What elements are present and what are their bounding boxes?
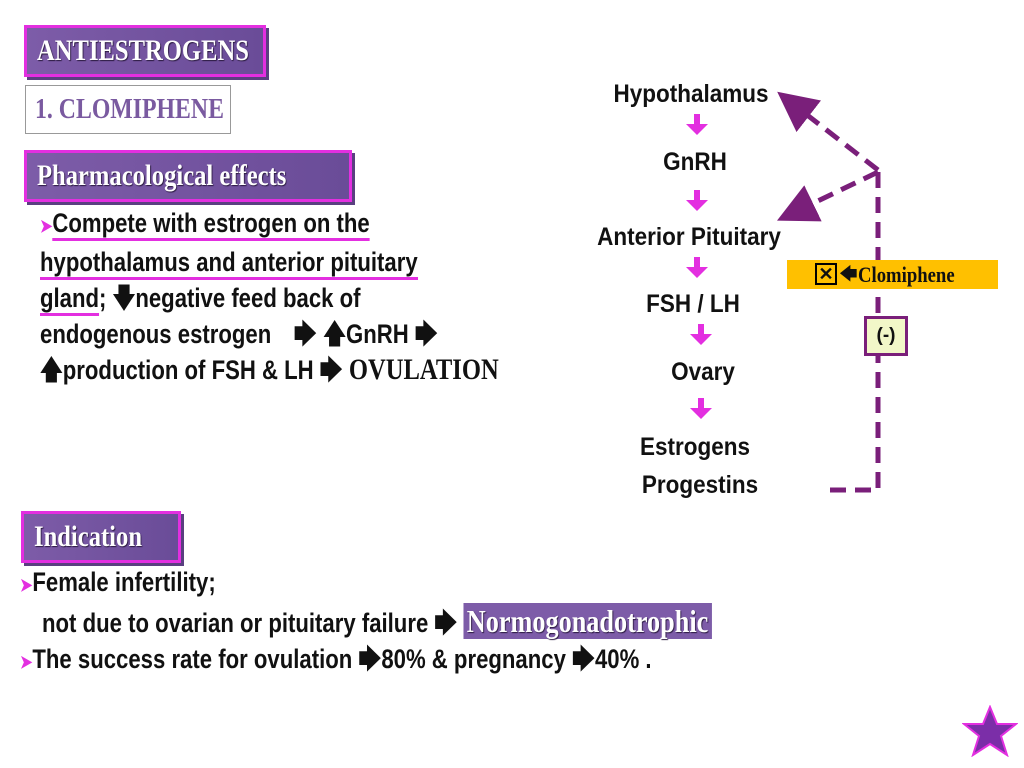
section-effects-title: Pharmacological effects — [37, 159, 287, 192]
flow-hypothalamus: Hypothalamus — [613, 80, 769, 108]
indication-item-1: ➤Female infertility; — [20, 564, 216, 603]
feedback-loop — [776, 91, 881, 493]
effects-text-3c: negative feed back of — [135, 283, 361, 313]
arrow-right-icon: 🡆 — [358, 644, 382, 674]
down-arrow-icon — [686, 257, 708, 278]
title-box: ANTIESTROGENS — [24, 25, 266, 77]
bullet-arrow-icon: ➤ — [20, 652, 33, 672]
subtitle-box: 1. CLOMIPHENE — [25, 85, 231, 134]
arrow-right-icon: 🡆 — [293, 319, 317, 349]
arrow-up-icon: 🡅 — [40, 355, 63, 385]
arrow-up-icon: 🡅 — [323, 319, 347, 349]
negative-label: (-) — [876, 325, 896, 346]
section-effects-box: Pharmacological effects — [24, 150, 352, 202]
arrow-right-icon: 🡆 — [434, 608, 458, 638]
effects-text-5a: production of FSH & LH — [62, 355, 314, 385]
down-arrow-icon — [686, 114, 708, 135]
effects-line-5: 🡅production of FSH & LH 🡆 OVULATION — [40, 352, 499, 388]
flow-estrogens: Estrogens — [639, 433, 751, 461]
negative-feedback-box: (-) — [864, 316, 908, 356]
effects-text-1: Compete with estrogen on the — [52, 208, 370, 241]
subtitle: 1. CLOMIPHENE — [35, 93, 224, 125]
down-arrow-icon — [686, 190, 708, 211]
effects-text-3b: ; — [99, 283, 113, 313]
flow-progestins: Progestins — [641, 471, 759, 499]
clomiphene-label: Clomiphene — [858, 262, 955, 287]
effects-line-1: ➤Compete with estrogen on the — [40, 205, 370, 244]
flow-gnrh: GnRH — [663, 148, 727, 176]
indication-text-1: Female infertility; — [32, 567, 216, 597]
arrow-right-icon: 🡆 — [319, 355, 343, 385]
arrow-left-icon: 🡄 — [839, 264, 858, 284]
ovulation-term: OVULATION — [348, 353, 499, 386]
indication-item-2: ➤The success rate for ovulation 🡆80% & p… — [20, 641, 652, 680]
down-arrow-icon — [690, 398, 712, 419]
section-indication-title: Indication — [34, 520, 143, 553]
effects-text-4b: GnRH — [346, 319, 409, 349]
effects-text-2: hypothalamus and anterior pituitary — [40, 247, 418, 280]
indication-text-3a: The success rate for ovulation — [32, 644, 353, 674]
effects-line-3: gland; 🡇negative feed back of — [40, 280, 361, 316]
down-arrow-icon — [690, 324, 712, 345]
indication-text-3b: 80% & pregnancy — [381, 644, 566, 674]
flow-ovary: Ovary — [671, 358, 735, 386]
arrow-right-icon: 🡆 — [572, 644, 595, 674]
slide-title: ANTIESTROGENS — [37, 34, 249, 67]
indication-item-1b: not due to ovarian or pituitary failure … — [42, 603, 712, 641]
bullet-arrow-icon: ➤ — [40, 216, 53, 236]
indication-text-2: not due to ovarian or pituitary failure — [42, 608, 429, 638]
normogonadotrophic-term: Normogonadotrophic — [463, 603, 712, 639]
indication-text-3c: 40% . — [594, 644, 652, 674]
effects-line-2: hypothalamus and anterior pituitary — [40, 244, 418, 280]
effects-line-4: endogenous estrogen 🡆🡅GnRH 🡆 — [40, 316, 438, 352]
bullet-arrow-icon: ➤ — [20, 575, 33, 595]
star-icon[interactable] — [962, 705, 1018, 757]
effects-text-4a: endogenous estrogen — [40, 319, 272, 349]
x-box-icon: ✕ — [815, 263, 837, 285]
effects-text-3: gland — [40, 283, 100, 316]
flow-fsh-lh: FSH / LH — [646, 290, 740, 318]
arrow-right-icon: 🡆 — [414, 319, 438, 349]
arrow-down-icon: 🡇 — [112, 283, 136, 313]
indication-list: ➤Female infertility; not due to ovarian … — [20, 564, 920, 680]
section-indication-box: Indication — [21, 511, 181, 563]
flow-anterior-pituitary: Anterior Pituitary — [597, 223, 781, 251]
effects-paragraph: ➤Compete with estrogen on the hypothalam… — [40, 205, 600, 388]
